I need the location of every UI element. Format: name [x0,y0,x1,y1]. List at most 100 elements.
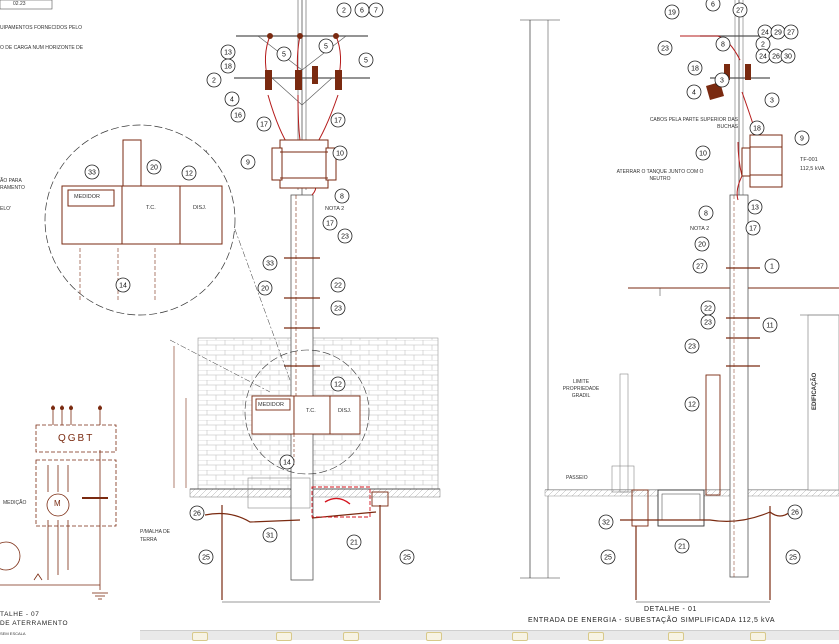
right-callout-number: 17 [749,226,757,233]
right-callout-number: 12 [688,402,696,409]
left-callout-circle [224,91,240,107]
left-callout-number: 17 [334,118,342,125]
left-callout-circle [206,72,222,88]
left-callout-number: 2 [342,8,346,15]
left-callout-number: 2 [212,78,216,85]
left-callout-circle [330,300,346,316]
tab-3[interactable] [343,632,359,641]
tab-4[interactable] [426,632,442,641]
tab-7[interactable] [668,632,684,641]
left-callout-number: 8 [340,194,344,201]
right-callout-circle [794,130,810,146]
right-callout-circle [787,504,803,520]
qgbt-label: QGBT [58,433,95,444]
right-callout-circle [692,258,708,274]
right-callout-number: 18 [691,66,699,73]
aterrar-label: ATERRAR O TANQUE JUNTO COM O NEUTRO [616,169,704,182]
left-callout-number: 5 [364,58,368,65]
right-callout-circle [694,236,710,252]
right-callout-circle [598,514,614,530]
right-callout-number: 4 [692,90,696,97]
right-callout-number: 3 [770,98,774,105]
right-callout-circle [686,84,702,100]
right-callout-number: 27 [787,30,795,37]
right-callout-number: 20 [698,242,706,249]
right-title-2: ENTRADA DE ENERGIA - SUBESTAÇÃO SIMPLIFI… [528,617,776,624]
right-callout-number: 21 [678,544,686,551]
tab-6[interactable] [588,632,604,641]
right-callout-number: 18 [753,126,761,133]
left-title-1: TALHE - 07 [0,611,40,618]
right-callout-number: 19 [668,10,676,17]
right-callout-number: 26 [772,54,780,61]
left-callout-circle [189,505,205,521]
right-callout-number: 26 [791,510,799,517]
center-transformer [271,139,337,189]
right-callout-circle [749,120,765,136]
wall-meter-box [251,395,361,435]
ground-box [311,486,371,518]
right-callout-circle [600,549,616,565]
tab-1[interactable] [192,632,208,641]
left-callout-circle [322,215,338,231]
magnified-tc-label: T.C. [146,205,156,211]
note-line-5: ELO' [0,206,11,212]
left-callout-circle [84,164,100,180]
tab-5[interactable] [512,632,528,641]
right-callout-number: 23 [688,344,696,351]
right-callout-number: 25 [604,555,612,562]
left-callout-number: 7 [374,8,378,15]
left-callout-number: 5 [324,44,328,51]
left-callout-circle [334,188,350,204]
left-callout-number: 16 [234,113,242,120]
edificacao-label: EDIFICAÇÃO [812,372,818,410]
left-callout-number: 33 [266,261,274,268]
note-line-3: ÃO PARA [0,178,22,184]
left-callout-circle [220,58,236,74]
left-callout-circle [230,107,246,123]
right-callout-number: 13 [751,205,759,212]
top-box-label: 02.23 [13,1,26,7]
left-callout-circle [346,534,362,550]
left-callout-circle [240,154,256,170]
passeio-label: PASSEIO [566,475,588,481]
right-callout-number: 27 [696,264,704,271]
right-callout-number: 24 [761,30,769,37]
right-callout-circle [687,60,703,76]
left-callout-circle [330,277,346,293]
right-callout-number: 8 [721,42,725,49]
left-callout-circle [358,52,374,68]
left-callout-circle [337,228,353,244]
left-callout-number: 17 [260,122,268,129]
left-title-2: DE ATERRAMENTO [0,620,69,627]
center-detail [169,0,441,603]
left-callout-number: 12 [185,171,193,178]
right-callout-circle [674,538,690,554]
right-callout-circle [705,0,721,12]
right-callout-circle [657,40,673,56]
magnified-meter-label: MEDIDOR [74,194,100,200]
left-callout-circle [332,145,348,161]
ground-hatch [189,488,441,498]
tab-8[interactable] [750,632,766,641]
magnified-detail [44,124,236,316]
magnified-meter-box [61,139,223,245]
note-line-4: RAMENTO [0,185,25,191]
note-line-1: UIPAMENTOS FORNECIDOS PELO [0,25,83,31]
tf-label: TF-001 [800,157,818,163]
right-callout-number: 8 [704,211,708,218]
right-detail [520,0,839,603]
tab-2[interactable] [276,632,292,641]
qgbt-diagram [0,405,117,600]
right-callout-circle [762,317,778,333]
left-callout-number: 9 [246,160,250,167]
malha-label: P/MALHA DE TERRA [140,529,171,543]
limite-label: LIMITE PROPRIEDADE GRADIL [562,379,600,399]
right-callout-circle [698,205,714,221]
left-callout-number: 31 [266,533,274,540]
note-line-2: O DE CARGA NUM HORIZONTE DE [0,45,84,51]
right-callout-number: 3 [720,78,724,85]
right-title-1: DETALHE - 01 [644,606,697,613]
right-callout-number: 2 [761,42,765,49]
